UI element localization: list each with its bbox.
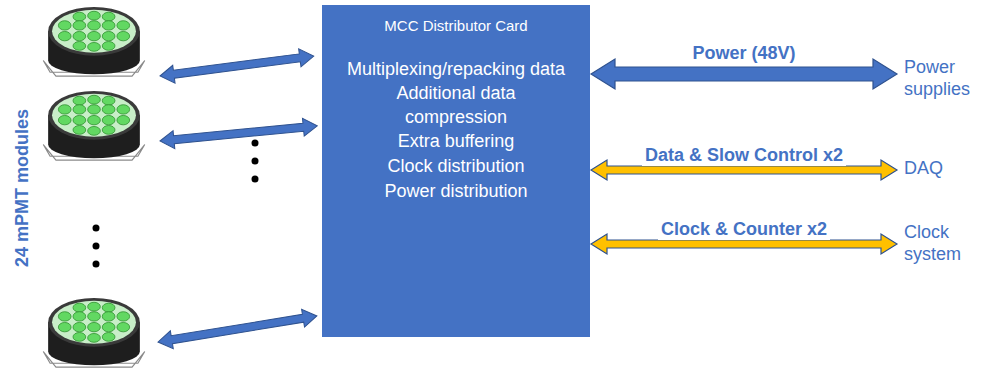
module-link-arrow bbox=[157, 47, 319, 351]
distributor-card: MCC Distributor CardMultiplexing/repacki… bbox=[322, 5, 590, 337]
connector-label: Power (48V) bbox=[689, 43, 798, 64]
mpmt-module bbox=[43, 91, 144, 160]
node-text: Extra buffering bbox=[398, 129, 515, 154]
node-title: DAQ bbox=[904, 158, 980, 180]
mpmt-module bbox=[43, 298, 144, 367]
mpmt-module bbox=[43, 7, 144, 76]
endpoint-label: Power supplies bbox=[898, 57, 980, 100]
connector-label: Data & Slow Control x2 bbox=[642, 145, 846, 166]
ellipsis-dots bbox=[93, 140, 259, 268]
endpoint-label: DAQ bbox=[898, 158, 980, 180]
node-text: Power distribution bbox=[384, 179, 527, 204]
node-title: MCC Distributor Card bbox=[384, 17, 527, 35]
endpoint-label: Clock system bbox=[898, 222, 980, 265]
node-text: Additional data compression bbox=[371, 82, 541, 129]
node-text: Multiplexing/repacking data bbox=[347, 57, 565, 82]
node-title: Clock system bbox=[904, 222, 980, 265]
connector-label: Clock & Counter x2 bbox=[658, 219, 830, 240]
node-title: Power supplies bbox=[904, 57, 980, 100]
node-text: Clock distribution bbox=[387, 154, 524, 179]
group-label: 24 mPMT modules bbox=[12, 109, 33, 267]
